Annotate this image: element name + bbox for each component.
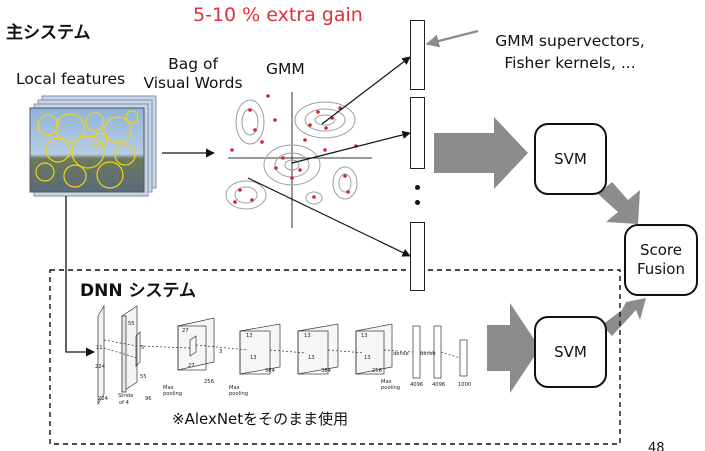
net-label-5: 5 <box>141 345 144 351</box>
net-label-3: 3 <box>219 349 222 355</box>
feature-image-stack-icon <box>29 95 157 197</box>
net-label-11: 11 <box>96 345 103 351</box>
ellipsis-dot-1 <box>415 185 420 190</box>
main-system-title: 主システム <box>6 23 91 43</box>
bag-of-visual-words-label: Bag of Visual Words <box>138 55 248 93</box>
svm-bottom-to-fusion-arrow <box>602 298 646 336</box>
svm-top-box: SVM <box>534 123 607 195</box>
gmm-label: GMM <box>266 60 305 78</box>
net-label-55b: 55 <box>140 374 147 380</box>
net-label-224b: 224 <box>98 396 109 402</box>
alexnet-architecture-icon <box>97 304 468 406</box>
net-label-96: 96 <box>145 396 152 402</box>
score-label: Score <box>639 241 682 259</box>
net-label-stride: Stride <box>118 393 133 399</box>
net-label-of4: of 4 <box>119 400 130 406</box>
alexnet-note: ※AlexNetをそのまま使用 <box>172 410 349 428</box>
net-label-55a: 55 <box>128 321 135 327</box>
svm-bottom-label: SVM <box>554 342 587 361</box>
svm-top-label: SVM <box>554 149 587 168</box>
gmm-to-vector3-arrow <box>247 177 411 257</box>
net-label-27b: 27 <box>188 363 195 369</box>
supervector-pointer-arrow <box>425 29 479 48</box>
alexnet-labels: 224 224 11 55 55 5 Stride of 4 96 27 27 … <box>95 321 471 406</box>
net-label-pooling1: pooling <box>163 391 182 397</box>
features-to-dnn-arrow <box>65 196 95 357</box>
extra-gain-label: 5-10 % extra gain <box>193 4 363 26</box>
net-label-4096b: 4096 <box>432 382 445 388</box>
gmm-contour-plot-icon <box>225 92 372 228</box>
net-label-256a: 256 <box>204 379 214 385</box>
gmm-supervectors-line2: Fisher kernels, ... <box>504 54 636 72</box>
net-label-max3: Max <box>381 379 392 385</box>
gmm-supervectors-label: GMM supervectors, Fisher kernels, ... <box>472 32 668 73</box>
svm-bottom-box: SVM <box>534 316 607 388</box>
net-label-224a: 224 <box>95 364 106 370</box>
bag-line2: Visual Words <box>143 74 243 92</box>
local-features-label: Local features <box>16 70 126 88</box>
net-label-pooling3: pooling <box>381 385 400 391</box>
net-label-13e: 13 <box>361 333 368 339</box>
net-label-pooling2: pooling <box>229 391 248 397</box>
vector-to-svm-arrow <box>434 117 528 189</box>
net-label-dense1: dense <box>393 351 409 357</box>
dnn-system-title: DNN システム <box>80 281 196 301</box>
gmm-to-vector2-arrow <box>291 130 411 164</box>
net-label-4096a: 4096 <box>410 382 423 388</box>
net-label-13f: 13 <box>364 355 371 361</box>
net-label-256b: 256 <box>372 368 382 374</box>
supervector-bar-3 <box>410 222 425 291</box>
net-label-max2: Max <box>229 385 240 391</box>
supervector-bar-2 <box>410 97 425 169</box>
score-fusion-box: Score Fusion <box>624 224 698 296</box>
net-label-13b: 13 <box>250 355 257 361</box>
ellipsis-dot-2 <box>415 200 420 205</box>
net-label-27a: 27 <box>182 328 189 334</box>
net-label-13d: 13 <box>308 355 315 361</box>
dnn-dashed-frame <box>49 269 621 445</box>
page-number: 48 <box>648 441 665 451</box>
net-label-384b: 384 <box>321 368 332 374</box>
net-label-13c: 13 <box>304 333 311 339</box>
dnn-to-svm-arrow <box>487 303 540 393</box>
svm-top-to-fusion-arrow <box>598 182 640 224</box>
net-label-13a: 13 <box>246 333 253 339</box>
bag-line1: Bag of <box>168 55 218 73</box>
net-label-1000: 1000 <box>458 382 471 388</box>
net-label-dense2: dense <box>420 351 436 357</box>
gmm-supervectors-line1: GMM supervectors, <box>495 32 645 50</box>
gmm-to-vector1-arrow <box>321 56 411 125</box>
net-label-max1: Max <box>163 385 174 391</box>
fusion-label: Fusion <box>637 260 685 278</box>
net-label-384a: 384 <box>265 368 276 374</box>
supervector-bar-1 <box>410 20 425 90</box>
